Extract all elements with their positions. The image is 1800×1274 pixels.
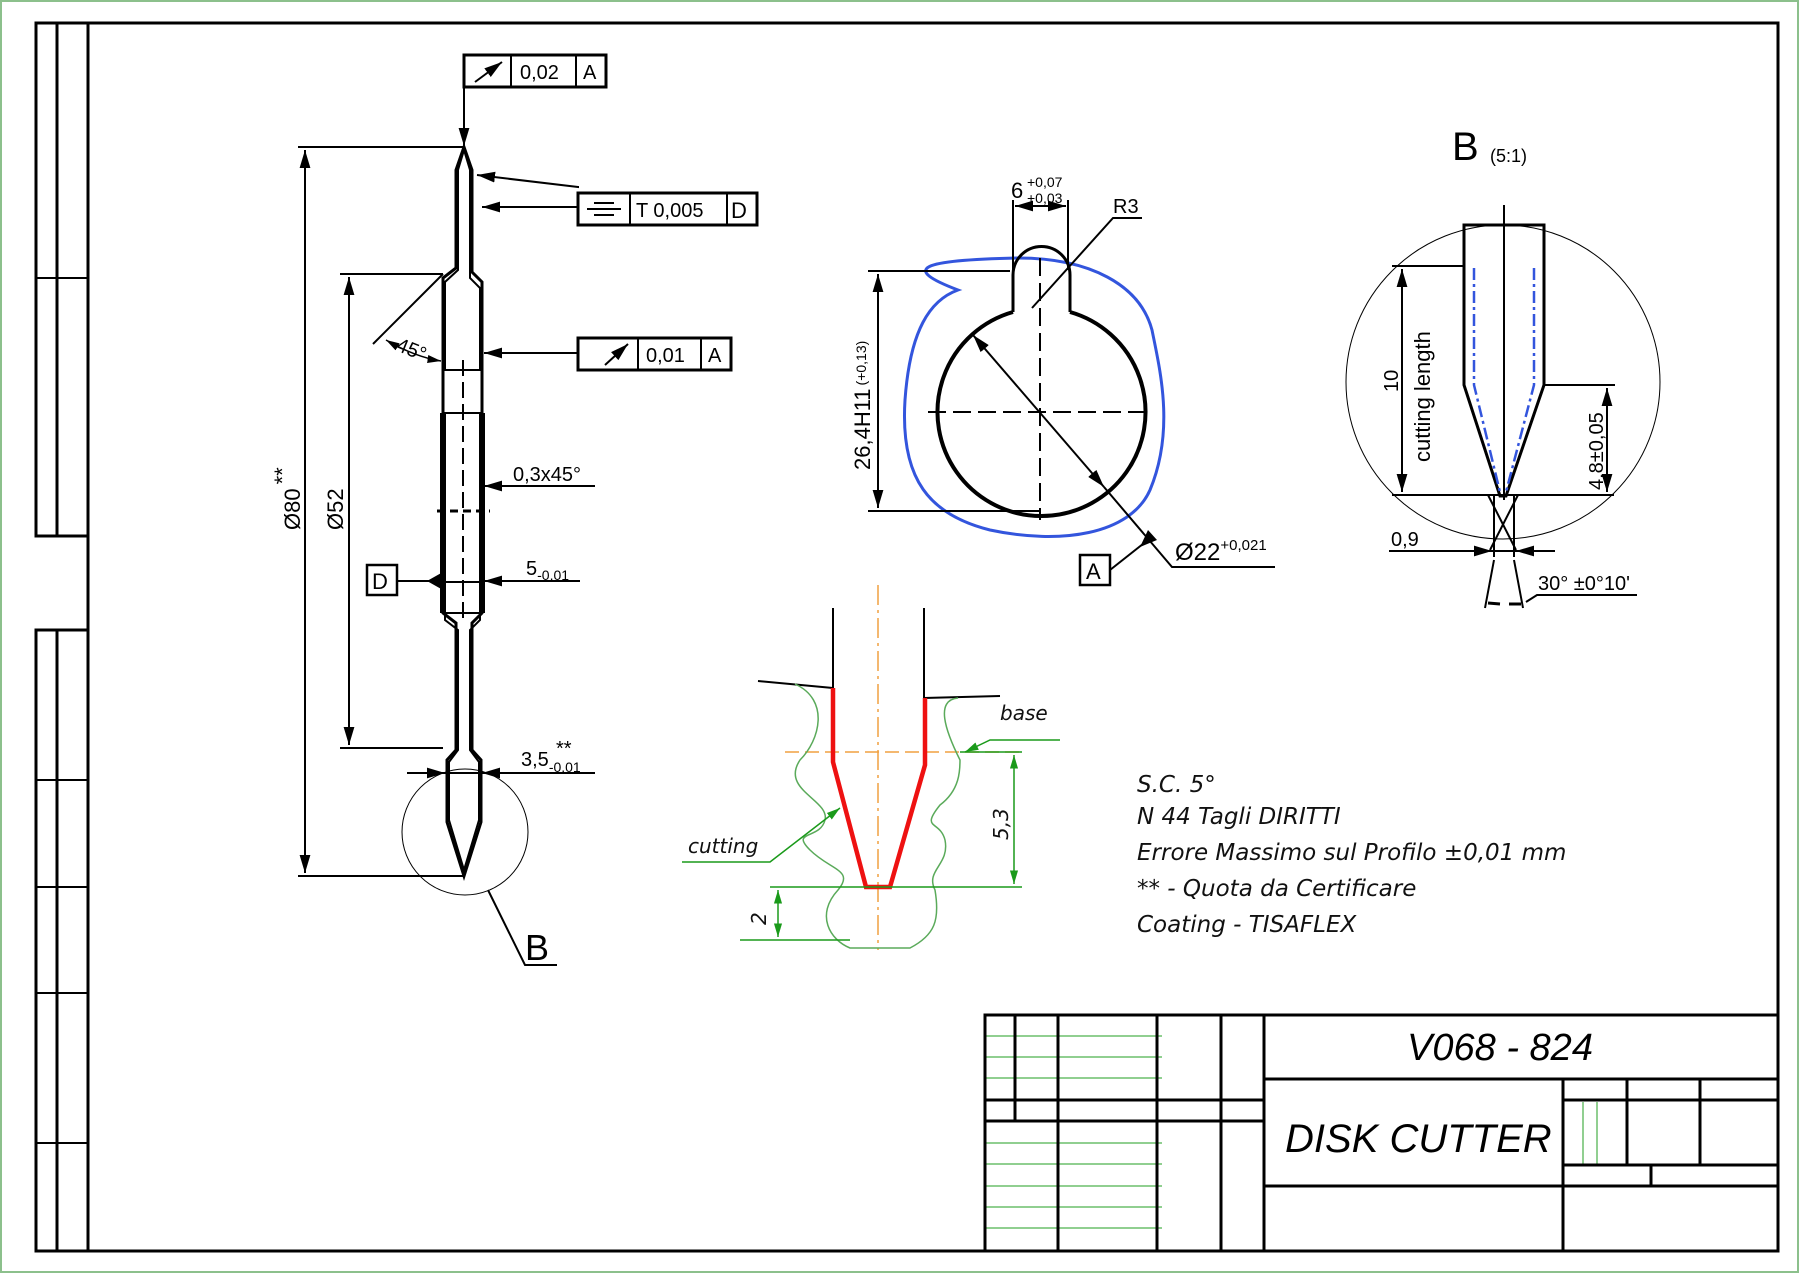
detail-b-callout: B (525, 927, 549, 968)
dim-bore: Ø22+0,021 (1175, 537, 1267, 566)
svg-text:A: A (708, 345, 722, 367)
svg-text:+0,03: +0,03 (1027, 190, 1063, 206)
dim-thickness: 5-0,01 (526, 558, 569, 583)
runout-arrow-icon (604, 343, 629, 366)
side-binding-strip (34, 21, 90, 1253)
blue-contour (902, 256, 1166, 539)
dim-tip-thickness: 3,5-0,01 (521, 749, 581, 775)
cutting-label: cutting (688, 834, 758, 858)
svg-text:0,01: 0,01 (646, 345, 685, 367)
note-line: Coating - TISAFLEX (1137, 912, 1357, 938)
cutting-profile-red (830, 688, 928, 890)
dim-key-width: 6 (1011, 178, 1023, 203)
note-line: ** - Quota da Certificare (1137, 876, 1416, 902)
base-label: base (1000, 701, 1048, 725)
dim-angle-30: 30° ±0°10' (1538, 573, 1630, 595)
profile-view: base cutting 5,3 2 (682, 585, 1060, 950)
svg-text:A: A (583, 62, 597, 84)
drawing-code: V068 - 824 (1407, 1027, 1593, 1069)
drawing-title: DISK CUTTER (1285, 1117, 1552, 1161)
detail-title: B (1452, 125, 1479, 169)
note-line: Errore Massimo sul Profilo ±0,01 mm (1137, 840, 1566, 866)
svg-text:D: D (372, 569, 388, 594)
fcf-runout-top: 0,02 A (458, 53, 608, 146)
flatness-icon (587, 202, 621, 216)
fcf-runout-mid: 0,01 A (484, 336, 733, 372)
svg-text:0,02: 0,02 (520, 62, 559, 84)
datum-a-box (1078, 553, 1112, 587)
dim-depth: 5,3 (989, 808, 1013, 840)
svg-text:+0,07: +0,07 (1027, 174, 1063, 190)
fcf-flatness: T 0,005 D (476, 171, 759, 227)
dim-inner-diameter: Ø52 (323, 488, 348, 530)
note-line: N 44 Tagli DIRITTI (1137, 804, 1341, 830)
detail-b-circle (401, 768, 529, 896)
svg-text:A: A (1086, 559, 1101, 584)
hub-view: Ø22+0,021 A 6 +0,07 +0,03 R3 26,4H11(+0,… (850, 174, 1275, 587)
dim-radius: R3 (1113, 196, 1139, 218)
dim-bottom: 2 (747, 912, 771, 925)
dim-height-48: 4,8±0,05 (1586, 412, 1608, 490)
dim-angle-45: 45° (393, 334, 429, 366)
notes-block: S.C. 5° N 44 Tagli DIRITTI Errore Massim… (1137, 772, 1566, 938)
title-block: V068 - 824 DISK CUTTER (983, 1013, 1780, 1253)
note-line: S.C. 5° (1137, 772, 1216, 798)
green-profile-curve (794, 683, 961, 949)
dim-cutting-10: 10 (1381, 370, 1403, 392)
dim-width-09: 0,9 (1391, 529, 1419, 551)
detail-scale: (5:1) (1490, 146, 1527, 166)
svg-text:**: ** (556, 738, 572, 760)
dim-chamfer: 0,3x45° (513, 464, 581, 486)
cutting-length-label: cutting length (1410, 331, 1435, 462)
svg-text:D: D (731, 198, 747, 223)
dim-outer-diameter: Ø80** (270, 467, 305, 530)
dim-height: 26,4H11(+0,13) (850, 341, 875, 470)
svg-text:T 0,005: T 0,005 (636, 200, 703, 222)
detail-b-view: B (5:1) 10 cutting length 4,8±0,05 0,9 3… (1345, 125, 1661, 609)
main-section-view: Ø80** Ø52 45° 0,02 A T 0,005 D (270, 53, 759, 968)
runout-arrow-icon (474, 61, 503, 83)
